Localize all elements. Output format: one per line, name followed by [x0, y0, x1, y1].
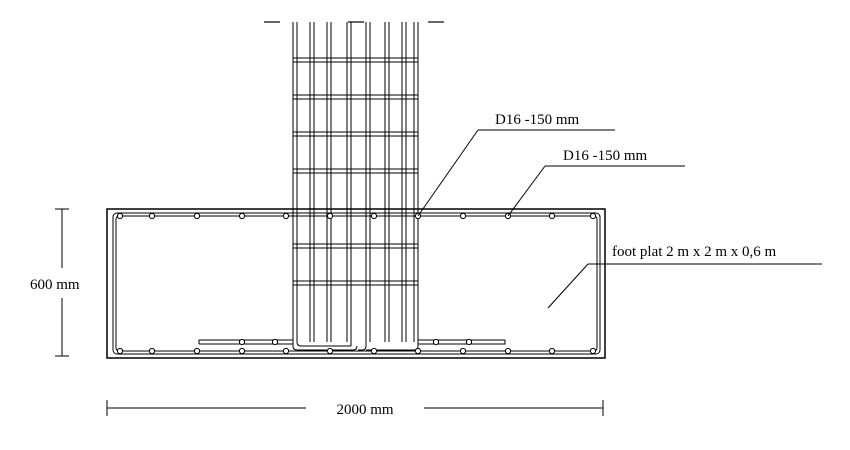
- column-longitudinal-bars: [292, 22, 419, 351]
- column-anchorage-dots: [238, 338, 473, 346]
- footing-rebar-cage-outer: [112, 212, 601, 355]
- column-stirrups: [293, 57, 418, 286]
- footing-description-leader: [547, 263, 589, 309]
- footing-outline: [106, 208, 606, 359]
- column-rebar-leader: [417, 129, 479, 217]
- width-dimension-label: 2000 mm: [336, 402, 393, 418]
- footing-bottom-bar-dots: [116, 347, 597, 355]
- height-dimension-label: 600 mm: [30, 277, 80, 293]
- footing-rebar-label: D16 -150 mm: [563, 148, 647, 164]
- footing-rebar-cage-inner: [115, 215, 598, 352]
- footing-description-label: foot plat 2 m x 2 m x 0,6 m: [612, 244, 776, 260]
- footing-rebar-leader: [507, 165, 546, 217]
- column-rebar-label: D16 -150 mm: [495, 112, 579, 128]
- footing-top-bar-dots: [116, 212, 597, 220]
